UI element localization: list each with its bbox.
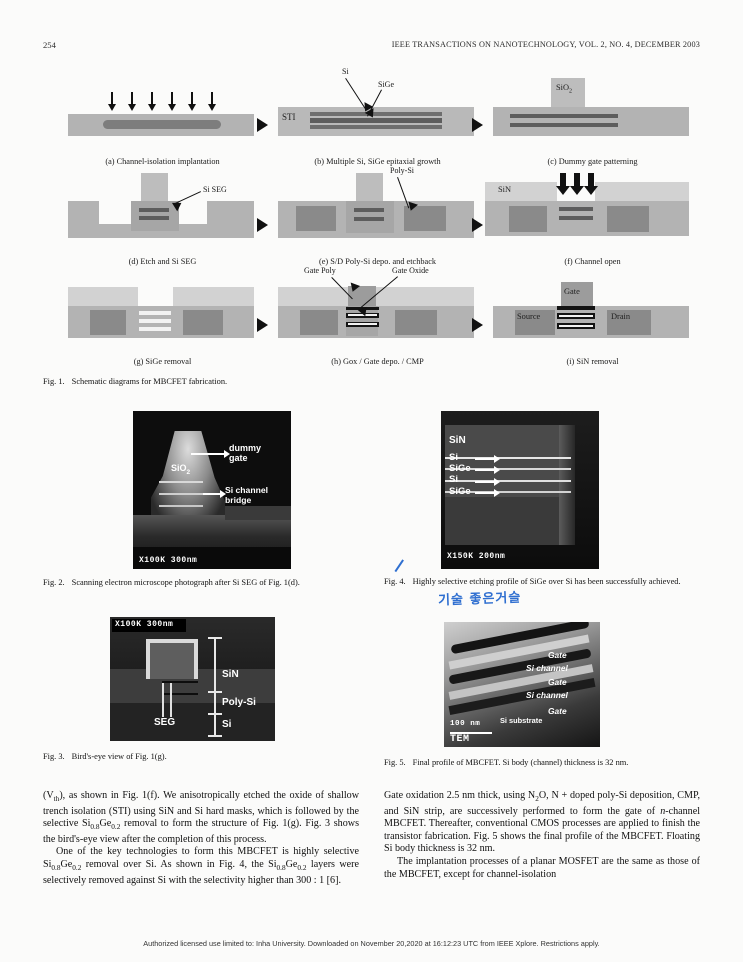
figure-3-label-polysi: Poly-Si [222, 697, 256, 708]
flow-arrow-g-to-h [257, 318, 268, 332]
figure-1-row-1: (a) Channel-isolation implantation STI S… [55, 67, 700, 168]
figure-3-sem-image: X100K 300nm SEG SiN Poly-Si Si [110, 617, 275, 741]
panel-d-caption: (d) Etch and Si SEG [128, 257, 197, 266]
figure-1-panel-d: Si SEG (d) Etch and Si SEG [55, 168, 270, 268]
figure-3-caption: Fig. 3. Bird's-eye view of Fig. 1(g). [43, 752, 167, 761]
running-head: 254 IEEE TRANSACTIONS ON NANOTECHNOLOGY,… [0, 40, 743, 52]
figure-4-scale-bar: X150K 200nm [447, 552, 506, 561]
figure-5-tem-image: Gate Si channel Gate Si channel Gate Si … [444, 622, 600, 747]
figure-2-tag: Fig. 2. [43, 578, 65, 587]
left-paragraph-2: One of the key technologies to form this… [43, 846, 359, 886]
panel-i-label-source: Source [517, 312, 541, 321]
figure-4-label-sige-1: SiGe [449, 463, 471, 474]
page-number: 254 [43, 40, 56, 50]
panel-h-label-gate-poly: Gate Poly [304, 266, 336, 275]
figure-1-panel-a: (a) Channel-isolation implantation [55, 68, 270, 168]
body-right-column: Gate oxidation 2.5 nm thick, using N2O, … [384, 790, 700, 881]
panel-b-label-si: Si [342, 67, 349, 76]
figure-5-tag: Fig. 5. [384, 758, 406, 767]
figure-4-tag: Fig. 4. [384, 577, 406, 586]
figure-2-scale-bar: X100K 300nm [139, 556, 198, 565]
figure-5-caption-text: Final profile of MBCFET. Si body (channe… [412, 758, 629, 767]
figure-5-label-gate-2: Gate [548, 677, 567, 687]
figure-1-caption: Fig. 1. Schematic diagrams for MBCFET fab… [43, 377, 227, 386]
panel-c-caption: (c) Dummy gate patterning [547, 157, 638, 166]
panel-b-caption: (b) Multiple Si, SiGe epitaxial growth [314, 157, 441, 166]
left-paragraph-1: (Vth), as shown in Fig. 1(f). We anisotr… [43, 790, 359, 845]
figure-3-label-sin: SiN [222, 669, 239, 680]
panel-g-caption: (g) SiGe removal [133, 357, 192, 366]
figure-2-caption: Fig. 2. Scanning electron microscope phot… [43, 578, 363, 587]
flow-arrow-b-to-c [472, 118, 483, 132]
figure-1-panel-e: Poly-Si (e) S/D Poly-Si depo. and etchba… [270, 166, 485, 268]
panel-d-label-si-seg: Si SEG [203, 185, 227, 194]
figure-1-panel-h: Gate Poly Gate Oxide (h) Gox / Gate depo… [270, 266, 485, 368]
panel-f-label-sin: SiN [498, 185, 512, 194]
page-footer: Authorized licensed use limited to: Inha… [143, 939, 600, 948]
panel-i-label-drain: Drain [611, 312, 631, 321]
figure-1-tag: Fig. 1. [43, 377, 65, 386]
panel-a-caption: (a) Channel-isolation implantation [105, 157, 220, 166]
figure-3-label-si: Si [222, 719, 232, 730]
figure-4-caption: Fig. 4. Highly selective etching profile … [384, 576, 700, 588]
figure-5-label-gate-1: Gate [548, 650, 567, 660]
panel-i-label-gate: Gate [564, 287, 580, 296]
flow-arrow-d-to-e [257, 218, 268, 232]
figure-4-label-sin: SiN [449, 435, 466, 446]
figure-3-scale-bar: X100K 300nm [115, 620, 174, 629]
figure-5-label-si-channel-2: Si channel [526, 690, 568, 700]
panel-h-caption: (h) Gox / Gate depo. / CMP [331, 357, 424, 366]
figure-1-schematics: (a) Channel-isolation implantation STI S… [55, 67, 700, 368]
figure-4-label-si-2: Si [449, 474, 458, 485]
figure-5-method-label: TEM [450, 734, 470, 745]
figure-1-panel-b: STI Si SiGe (b) Multiple Si, SiGe epitax… [270, 67, 485, 168]
figure-3-caption-text: Bird's-eye view of Fig. 1(g). [71, 752, 167, 761]
right-paragraph-1: Gate oxidation 2.5 nm thick, using N2O, … [384, 790, 700, 855]
panel-b-label-sige: SiGe [378, 80, 394, 89]
figure-1-row-2: Si SEG (d) Etch and Si SEG Poly-Si (e) S… [55, 166, 700, 268]
body-left-column: (Vth), as shown in Fig. 1(f). We anisotr… [43, 790, 359, 887]
figure-1-panel-i: Gate Source Drain (i) SiN removal [485, 268, 700, 368]
figure-4-label-sige-2: SiGe [449, 486, 471, 497]
figure-5-label-si-substrate: Si substrate [500, 716, 543, 725]
figure-5-label-gate-3: Gate [548, 706, 567, 716]
figure-2-label-sio2: SiO2 [171, 463, 191, 476]
figure-1-panel-f: SiN (f) Channel open [485, 168, 700, 268]
figure-1-panel-c: SiO2 (c) Dummy gate patterning [485, 68, 700, 168]
handwritten-note: 기술 좋은거슬 [437, 590, 522, 609]
figure-5-scale-text: 100 nm [450, 720, 481, 728]
figure-4-label-si-1: Si [449, 452, 458, 463]
figure-1-panel-g: (g) SiGe removal [55, 268, 270, 368]
flow-arrow-a-to-b [257, 118, 268, 132]
figure-4-sem-image: SiN Si SiGe Si SiGe X150K 200nm [441, 411, 599, 569]
figure-5-label-si-channel-1: Si channel [526, 663, 568, 673]
figure-4-caption-text: Highly selective etching profile of SiGe… [412, 577, 681, 586]
panel-e-caption: (e) S/D Poly-Si depo. and etchback [318, 257, 437, 266]
figure-2-caption-text: Scanning electron microscope photograph … [71, 578, 300, 587]
flow-arrow-e-to-f [472, 218, 483, 232]
panel-f-caption: (f) Channel open [564, 257, 621, 266]
panel-i-caption: (i) SiN removal [566, 357, 619, 366]
right-paragraph-2: The implantation processes of a planar M… [384, 855, 700, 880]
figure-1-caption-text: Schematic diagrams for MBCFET fabricatio… [71, 377, 228, 386]
journal-header: IEEE TRANSACTIONS ON NANOTECHNOLOGY, VOL… [391, 40, 700, 49]
figure-3-tag: Fig. 3. [43, 752, 65, 761]
figure-1-row-3: (g) SiGe removal Gate Poly Ga [55, 266, 700, 368]
panel-h-label-gate-oxide: Gate Oxide [392, 266, 429, 275]
figure-3-label-seg: SEG [154, 717, 176, 728]
panel-e-label-polysi: Poly-Si [390, 166, 415, 175]
figure-5-caption: Fig. 5. Final profile of MBCFET. Si body … [384, 758, 700, 767]
flow-arrow-h-to-i [472, 318, 483, 332]
